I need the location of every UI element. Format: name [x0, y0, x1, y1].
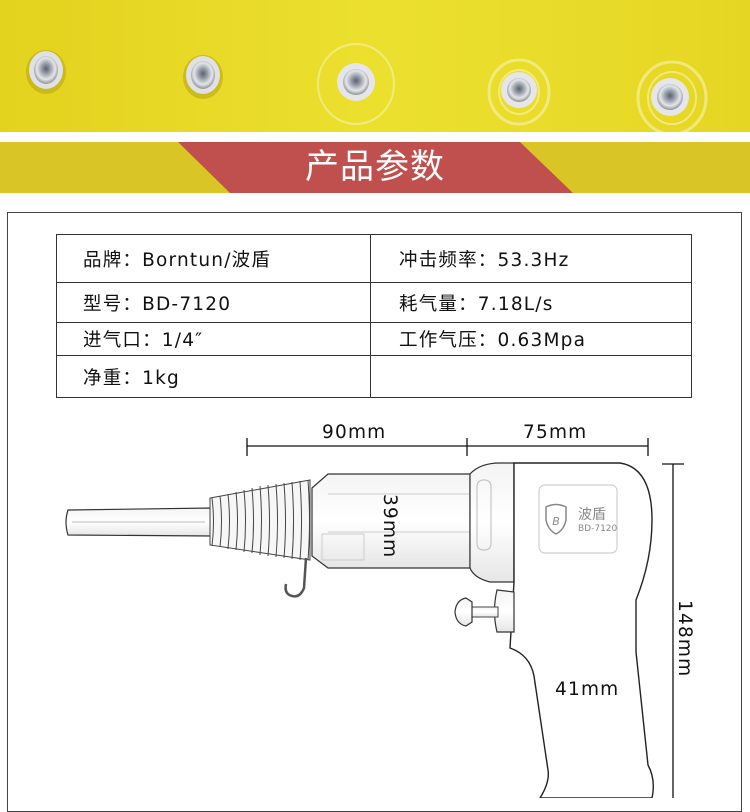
tool-body-icon: [509, 462, 655, 798]
throttle-valve-icon: [454, 589, 515, 633]
rivet-photo: [0, 0, 750, 132]
dimension-body-length: 75mm: [523, 422, 588, 443]
tool-diagram: B 波盾 BD-7120: [65, 438, 684, 798]
table-row: 品牌：Borntun/波盾 冲击频率：53.3Hz: [56, 234, 692, 283]
barrel-icon: [311, 473, 471, 569]
spec-empty: [370, 355, 692, 398]
spring-icon: [209, 479, 311, 598]
collar-icon: [469, 462, 515, 583]
svg-text:B: B: [552, 515, 560, 528]
specs-table: 品牌：Borntun/波盾 冲击频率：53.3Hz 型号：BD-7120 耗气量…: [56, 234, 692, 398]
spec-air-inlet: 进气口：1/4″: [56, 322, 371, 356]
spec-air-consumption: 耗气量：7.18L/s: [370, 282, 692, 323]
table-row: 进气口：1/4″ 工作气压：0.63Mpa: [56, 322, 692, 356]
rivet-2: [183, 55, 223, 99]
dimension-grip-width: 41mm: [555, 679, 620, 700]
spec-brand: 品牌：Borntun/波盾: [56, 234, 371, 283]
dimension-barrel-diameter: 39mm: [379, 494, 400, 559]
rivet-4: [487, 58, 551, 126]
rivet-1: [26, 50, 66, 94]
spec-working-pressure: 工作气压：0.63Mpa: [370, 322, 692, 356]
section-banner: [0, 142, 750, 193]
dimension-front-length: 90mm: [322, 422, 387, 443]
section-title: 产品参数: [305, 147, 445, 187]
spec-impact-frequency: 冲击频率：53.3Hz: [370, 234, 692, 283]
spec-model: 型号：BD-7120: [56, 282, 371, 323]
rivet-3: [317, 43, 395, 125]
shield-b-logo-icon: B: [545, 503, 567, 535]
table-row: 净重：1kg: [56, 355, 692, 398]
dimension-total-height: 148mm: [674, 600, 695, 678]
logo-brand: 波盾: [578, 507, 606, 523]
table-row: 型号：BD-7120 耗气量：7.18L/s: [56, 282, 692, 323]
logo-model: BD-7120: [578, 524, 618, 534]
rivet-5: [636, 60, 708, 132]
spec-net-weight: 净重：1kg: [56, 355, 371, 398]
chisel-icon: [65, 507, 213, 537]
